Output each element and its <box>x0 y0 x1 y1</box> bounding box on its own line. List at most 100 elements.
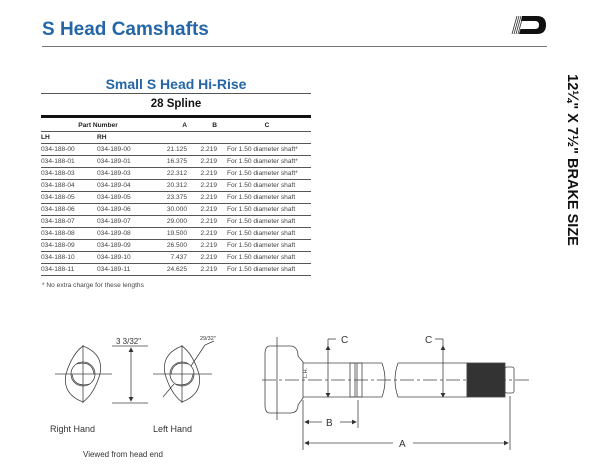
cell-b: 2.219 <box>187 155 223 168</box>
page-title: S Head Camshafts <box>42 19 209 40</box>
brand-logo <box>511 15 546 35</box>
dimension-a: A <box>399 439 406 450</box>
cell-b: 2.219 <box>187 203 223 216</box>
viewed-from-label: Viewed from head end <box>83 450 163 459</box>
cell-c: For 1.50 diameter shaft <box>223 179 311 192</box>
cell-a: 29.000 <box>155 215 187 228</box>
cell-a: 26.500 <box>155 239 187 252</box>
cell-rh: 034-189-06 <box>97 203 155 216</box>
dimension-b: B <box>326 418 333 429</box>
head-height-label: 3 3/32" <box>116 337 141 346</box>
cell-c: For 1.50 diameter shaft <box>223 263 311 276</box>
cell-rh: 034-189-08 <box>97 227 155 240</box>
table-footnote: * No extra charge for these lengths <box>42 282 144 289</box>
right-hand-label: Right Hand <box>50 424 95 434</box>
cell-a: 16.375 <box>155 155 187 168</box>
radius-label: 29/32" <box>200 336 216 342</box>
cell-c: For 1.50 diameter shaft* <box>223 143 311 156</box>
cell-lh: 034-188-09 <box>41 239 97 252</box>
cell-b: 2.219 <box>187 179 223 192</box>
cell-b: 2.219 <box>187 239 223 252</box>
cell-c: For 1.50 diameter shaft <box>223 191 311 204</box>
cell-b: 2.219 <box>187 191 223 204</box>
brake-size-text: 12¼" X 7½" BRAKE SIZE <box>564 74 580 246</box>
cell-lh: 034-188-07 <box>41 215 97 228</box>
lh-mark: L.H. <box>303 367 309 378</box>
cell-lh: 034-188-08 <box>41 227 97 240</box>
cell-c: For 1.50 diameter shaft <box>223 239 311 252</box>
cell-a: 24.625 <box>155 263 187 276</box>
dimension-c-right: C <box>425 335 432 346</box>
cell-a: 23.375 <box>155 191 187 204</box>
cell-rh: 034-189-04 <box>97 179 155 192</box>
header-b: B <box>212 122 217 129</box>
spline-heading: 28 Spline <box>150 98 202 110</box>
cell-rh: 034-189-09 <box>97 239 155 252</box>
left-hand-label: Left Hand <box>153 424 192 434</box>
left-hand-s-head-view <box>153 340 215 403</box>
header-rh: RH <box>97 131 155 144</box>
table-top-rule <box>41 115 311 118</box>
cell-rh: 034-189-03 <box>97 167 155 180</box>
camshaft-diagram: Right Hand Left Hand Viewed from head en… <box>50 335 530 459</box>
cell-lh: 034-188-11 <box>41 263 97 276</box>
cell-b: 2.219 <box>187 227 223 240</box>
cell-c: For 1.50 diameter shaft* <box>223 155 311 168</box>
cell-c: For 1.50 diameter shaft <box>223 203 311 216</box>
cell-a: 20.312 <box>155 179 187 192</box>
header-a: A <box>182 122 187 129</box>
cell-b: 2.219 <box>187 263 223 276</box>
table-header-row: Part Number A B C <box>41 120 311 132</box>
brake-size-label: 12¼" X 7½" BRAKE SIZE <box>560 50 584 270</box>
table-subheader-row: LH RH <box>41 131 311 144</box>
cell-a: 30.000 <box>155 203 187 216</box>
cell-lh: 034-188-10 <box>41 251 97 264</box>
cell-b: 2.219 <box>187 143 223 156</box>
cell-lh: 034-188-04 <box>41 179 97 192</box>
header-part-number: Part Number <box>78 122 118 129</box>
dimension-c-left: C <box>341 335 348 346</box>
right-hand-s-head-view <box>55 345 112 403</box>
subtitle-divider <box>41 93 311 94</box>
cell-c: For 1.50 diameter shaft <box>223 251 311 264</box>
cell-lh: 034-188-01 <box>41 155 97 168</box>
cell-a: 21.125 <box>155 143 187 156</box>
cell-rh: 034-189-10 <box>97 251 155 264</box>
cell-b: 2.219 <box>187 251 223 264</box>
cell-b: 2.219 <box>187 215 223 228</box>
cell-lh: 034-188-06 <box>41 203 97 216</box>
header-c: C <box>264 122 270 129</box>
title-divider <box>42 46 547 47</box>
camshaft-side-view <box>262 337 530 450</box>
cell-a: 22.312 <box>155 167 187 180</box>
cell-a: 7.437 <box>155 251 187 264</box>
cell-c: For 1.50 diameter shaft <box>223 215 311 228</box>
cell-lh: 034-188-03 <box>41 167 97 180</box>
cell-c: For 1.50 diameter shaft <box>223 227 311 240</box>
cell-c: For 1.50 diameter shaft* <box>223 167 311 180</box>
cell-lh: 034-188-00 <box>41 143 97 156</box>
cell-rh: 034-189-01 <box>97 155 155 168</box>
cell-a: 19.500 <box>155 227 187 240</box>
cell-lh: 034-188-05 <box>41 191 97 204</box>
cell-rh: 034-189-05 <box>97 191 155 204</box>
cell-b: 2.219 <box>187 167 223 180</box>
cell-rh: 034-189-07 <box>97 215 155 228</box>
section-subtitle: Small S Head Hi-Rise <box>105 76 247 92</box>
cell-rh: 034-189-00 <box>97 143 155 156</box>
cell-rh: 034-189-11 <box>97 263 155 276</box>
head-height-dimension <box>112 345 148 404</box>
header-lh: LH <box>41 131 97 144</box>
